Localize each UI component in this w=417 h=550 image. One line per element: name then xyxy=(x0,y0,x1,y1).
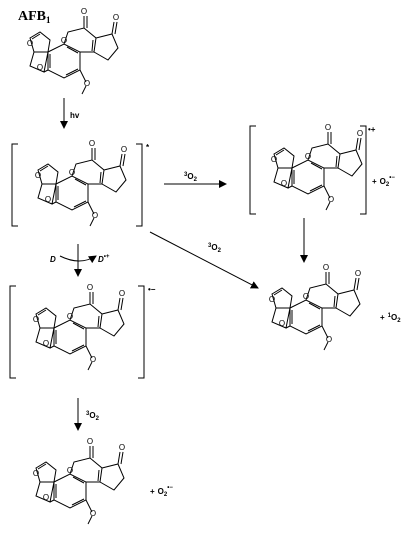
label-donor: D xyxy=(50,255,56,264)
label-3o2-diagonal: 3O2 xyxy=(208,243,222,254)
arrow-donor-curve xyxy=(59,255,97,264)
radical-anion-marker: •− xyxy=(148,285,156,294)
product-superoxide-bottom: +O2•− xyxy=(150,485,173,498)
label-donor-cation: D•+ xyxy=(98,254,110,264)
molecule-radical-anion xyxy=(32,282,126,371)
bracket-radical-anion xyxy=(9,285,145,379)
product-superoxide-top: +O2•− xyxy=(372,175,395,188)
molecule-radical-cation xyxy=(270,122,364,211)
bracket-radical-cation xyxy=(249,125,367,215)
title-afb1: AFB1 xyxy=(18,9,51,25)
excited-marker: * xyxy=(146,143,150,152)
molecule-final xyxy=(32,436,126,525)
molecule-excited xyxy=(34,138,128,227)
molecule-regenerated xyxy=(268,262,362,351)
radical-cation-marker: •+ xyxy=(368,125,376,134)
label-hv: hv xyxy=(70,111,80,120)
arrow-triplet-o2-diagonal xyxy=(149,231,259,289)
label-3o2-top: 3O2 xyxy=(184,172,198,183)
product-singlet-oxygen: +1O2 xyxy=(380,313,401,324)
label-3o2-bottom: 3O2 xyxy=(86,411,100,422)
bracket-excited xyxy=(11,143,143,227)
